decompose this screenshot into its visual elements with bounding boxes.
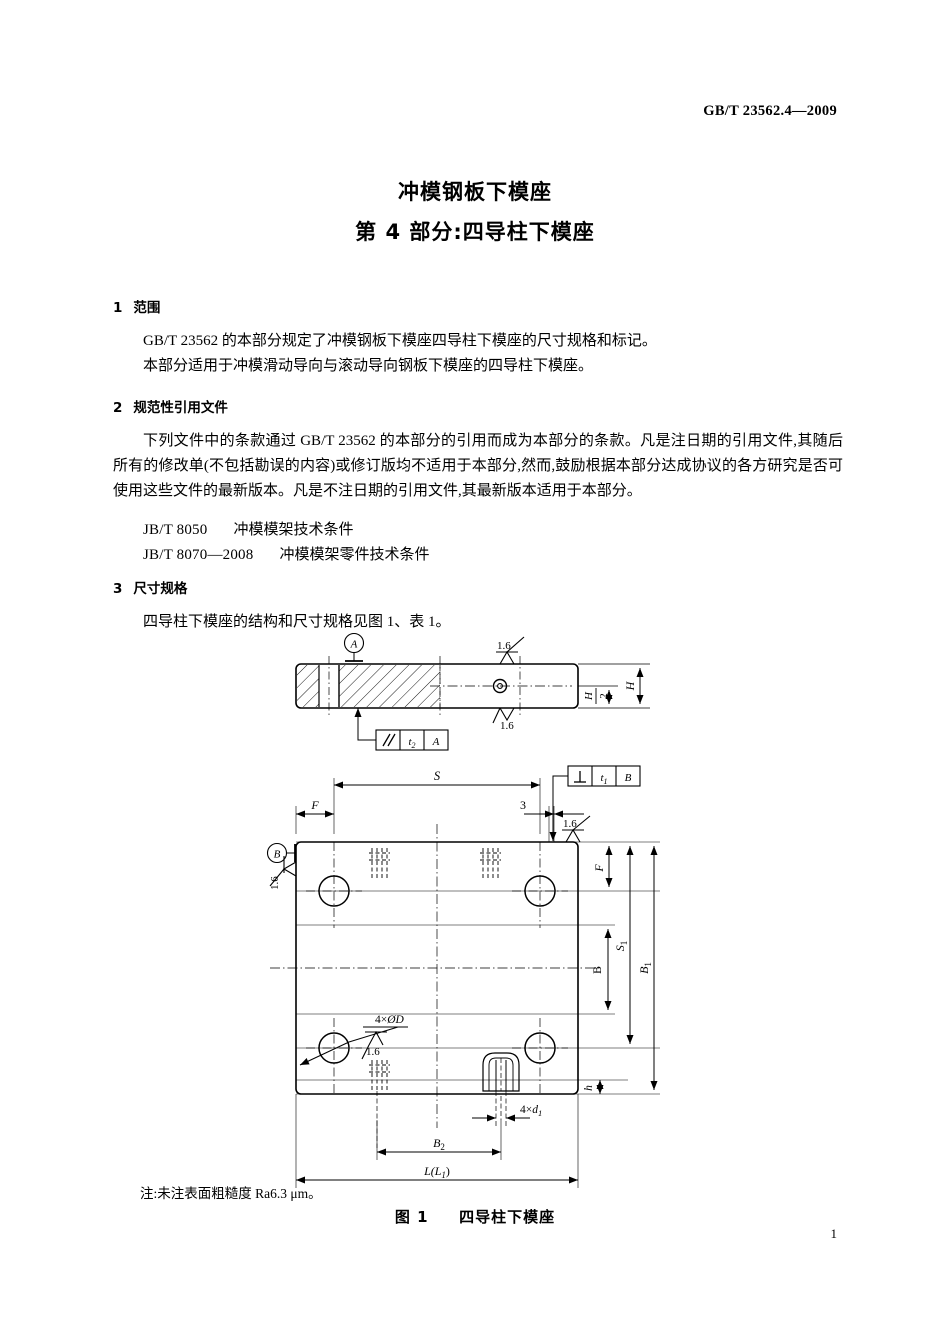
normative-reference-1: JB/T 8050 冲模模架技术条件	[143, 518, 353, 543]
gdt-perpendicularity-datum: B	[625, 772, 632, 784]
dimension-S-group	[333, 778, 541, 834]
section-2-paragraph-1: 下列文件中的条款通过 GB/T 23562 的本部分的引用而成为本部分的条款。凡…	[113, 433, 843, 499]
dimension-h-label: h	[583, 1085, 595, 1091]
svg-text:2: 2	[598, 693, 610, 699]
bore-callout-label: 4×ØD	[375, 1014, 405, 1026]
page-title: 冲模钢板下模座	[398, 180, 552, 204]
plan-view-centerlines	[270, 824, 600, 1128]
fastener-hole-bottom-right-detail	[482, 1052, 520, 1092]
dimension-B-label: B	[590, 966, 604, 974]
dimension-S-label: S	[434, 769, 441, 783]
datum-a-label: A	[350, 639, 358, 651]
section-title-3: 尺寸规格	[133, 581, 188, 597]
dimension-H-label: H	[623, 680, 637, 691]
plan-view-extension-lines	[296, 841, 660, 1095]
fastener-hole-top-left	[369, 848, 390, 880]
dimension-3-group	[524, 806, 584, 842]
section-heading-1: 1 范围	[113, 296, 160, 316]
page-number: 1	[830, 1226, 838, 1241]
roughness-value-top: 1.6	[497, 640, 511, 652]
section-view-centerlines	[328, 656, 521, 716]
svg-text:H: H	[583, 691, 595, 701]
roughness-symbol-plan-top	[562, 815, 591, 843]
roughness-symbol-bore	[361, 1030, 387, 1060]
reference-code-2: JB/T 8070—2008	[143, 547, 254, 563]
dimension-H-group	[578, 663, 650, 709]
reference-name-1: 冲模模架技术条件	[233, 522, 354, 538]
dimension-L-group	[295, 1094, 579, 1188]
dimension-3-label: 3	[520, 798, 526, 812]
hole-callout-label: 4×d1	[520, 1104, 542, 1118]
gdt-parallelism-tolerance: t2	[408, 736, 415, 750]
reference-code-1: JB/T 8050	[143, 522, 208, 538]
datum-a-symbol	[343, 632, 365, 662]
standard-number-header: GB/T 23562.4—2009	[703, 103, 837, 120]
guide-post-bore-centerlines	[306, 842, 568, 1094]
figure-1-engineering-drawing: A 1.6 1.6	[0, 628, 950, 1248]
dimension-B2-label: B2	[433, 1136, 445, 1152]
section-1-paragraph-2: 本部分适用于冲模滑动导向与滚动导向钢板下模座的四导柱下模座。	[143, 358, 594, 374]
datum-b-label: B	[274, 849, 281, 861]
roughness-value-bore: 1.6	[366, 1046, 380, 1058]
dimension-L-label: L(L1)	[423, 1164, 450, 1180]
dimension-F-top-label: F	[310, 798, 319, 812]
standard-number-text: GB/T 23562.4—2009	[703, 103, 837, 119]
section-number-2: 2	[113, 400, 123, 416]
roughness-value-plan-top: 1.6	[563, 818, 577, 830]
section-number-1: 1	[113, 300, 123, 316]
reference-name-2: 冲模模架零件技术条件	[279, 547, 430, 563]
figure-caption-label: 图 1	[394, 1208, 429, 1226]
figure-caption-text: 四导柱下模座	[459, 1208, 556, 1226]
figure-1-svg: A 1.6 1.6	[266, 632, 660, 1188]
dimension-B2-group	[376, 1120, 502, 1160]
roughness-symbol-top	[496, 636, 525, 665]
normative-reference-2: JB/T 8070—2008 冲模模架零件技术条件	[143, 543, 429, 568]
section-title-1: 范围	[133, 300, 161, 316]
dimension-S1-label: S1	[613, 941, 629, 952]
page-subtitle: 第 4 部分:四导柱下模座	[355, 220, 595, 244]
roughness-symbol-plan-left	[269, 856, 297, 887]
section-heading-2: 2 规范性引用文件	[113, 396, 228, 416]
fastener-hole-top-right	[480, 848, 501, 880]
gdt-parallelism-datum: A	[432, 736, 440, 748]
roughness-value-plan-left: 1.6	[269, 876, 281, 890]
bore-callout-leader	[299, 1026, 408, 1066]
section-title-2: 规范性引用文件	[133, 400, 228, 416]
dimension-B1-label: B1	[637, 962, 653, 974]
section-1-paragraph-1: GB/T 23562 的本部分规定了冲模钢板下模座四导柱下模座的尺寸规格和标记。	[143, 333, 657, 349]
datum-b-symbol	[266, 842, 296, 864]
fastener-hole-projection-lines	[376, 1091, 507, 1148]
section-3-paragraph-1: 四导柱下模座的结构和尺寸规格见图 1、表 1。	[143, 614, 451, 630]
gdt-perpendicularity-frame	[549, 765, 641, 841]
figure-note: 注:未注表面粗糙度 Ra6.3 μm。	[140, 1186, 322, 1201]
gdt-perpendicularity-tolerance: t1	[600, 772, 607, 786]
gdt-parallelism-frame	[354, 708, 449, 751]
roughness-value-bottom: 1.6	[500, 720, 514, 732]
fastener-hole-bottom-left	[369, 1060, 390, 1091]
dimension-F-top-group	[295, 806, 334, 834]
section-heading-3: 3 尺寸规格	[113, 577, 187, 597]
section-number-3: 3	[113, 581, 123, 597]
roughness-symbol-bottom	[492, 707, 515, 724]
dimension-H-half-label: H 2	[583, 688, 610, 704]
section-view-center-hole	[430, 678, 572, 694]
figure-caption: 图 1 四导柱下模座	[0, 1206, 950, 1227]
dimension-F-right-label: F	[592, 864, 606, 873]
